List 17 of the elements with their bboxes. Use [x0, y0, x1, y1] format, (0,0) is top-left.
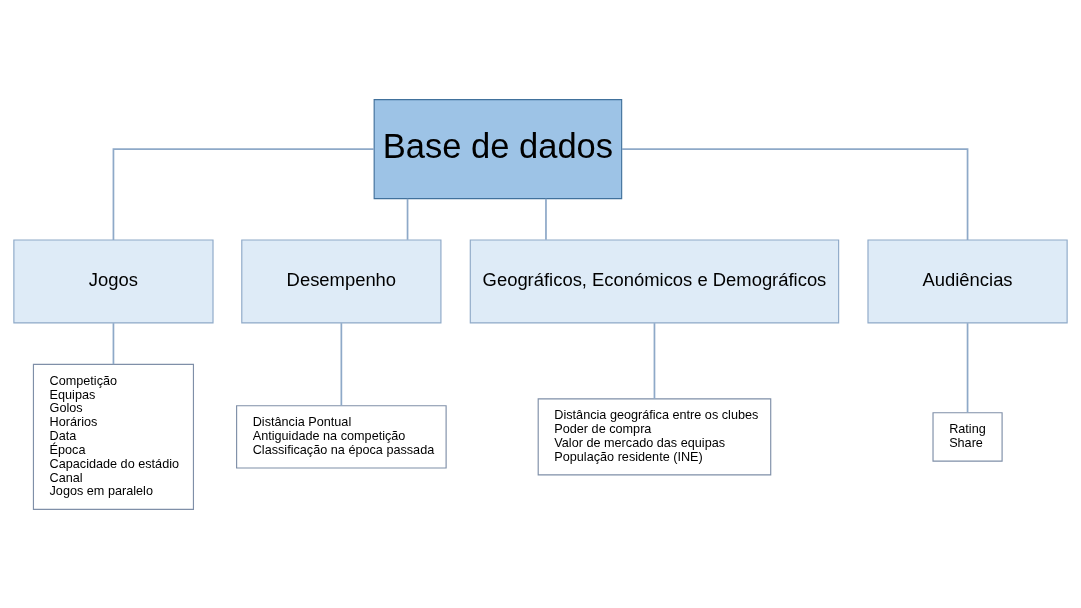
node-box: Distância geográfica entre os clubes Poder de compra Valor de mercado das equipas População residente (INE) [537, 397, 772, 475]
node-box: Rating Share [932, 411, 1003, 462]
node-box: Audiências [867, 238, 1068, 323]
connector [966, 321, 969, 413]
connector [545, 197, 547, 241]
connector [621, 147, 969, 241]
connector [340, 321, 343, 406]
connector [112, 321, 115, 365]
node-box: Geográficos, Económicos e Demográficos [469, 238, 840, 323]
connector [112, 147, 375, 241]
node-box: Jogos [13, 238, 214, 323]
connector [406, 197, 409, 241]
node-box: Distância Pontual Antiguidade na competição Classificação na época passada [236, 404, 447, 469]
connector [653, 321, 656, 400]
node-box: Desempenho [241, 238, 442, 323]
node-box: Base de dados [373, 98, 623, 199]
node-box: Competição Equipas Golos Horários Data Época Capacidade do estádio Canal Jogos em paralelo [32, 363, 194, 510]
